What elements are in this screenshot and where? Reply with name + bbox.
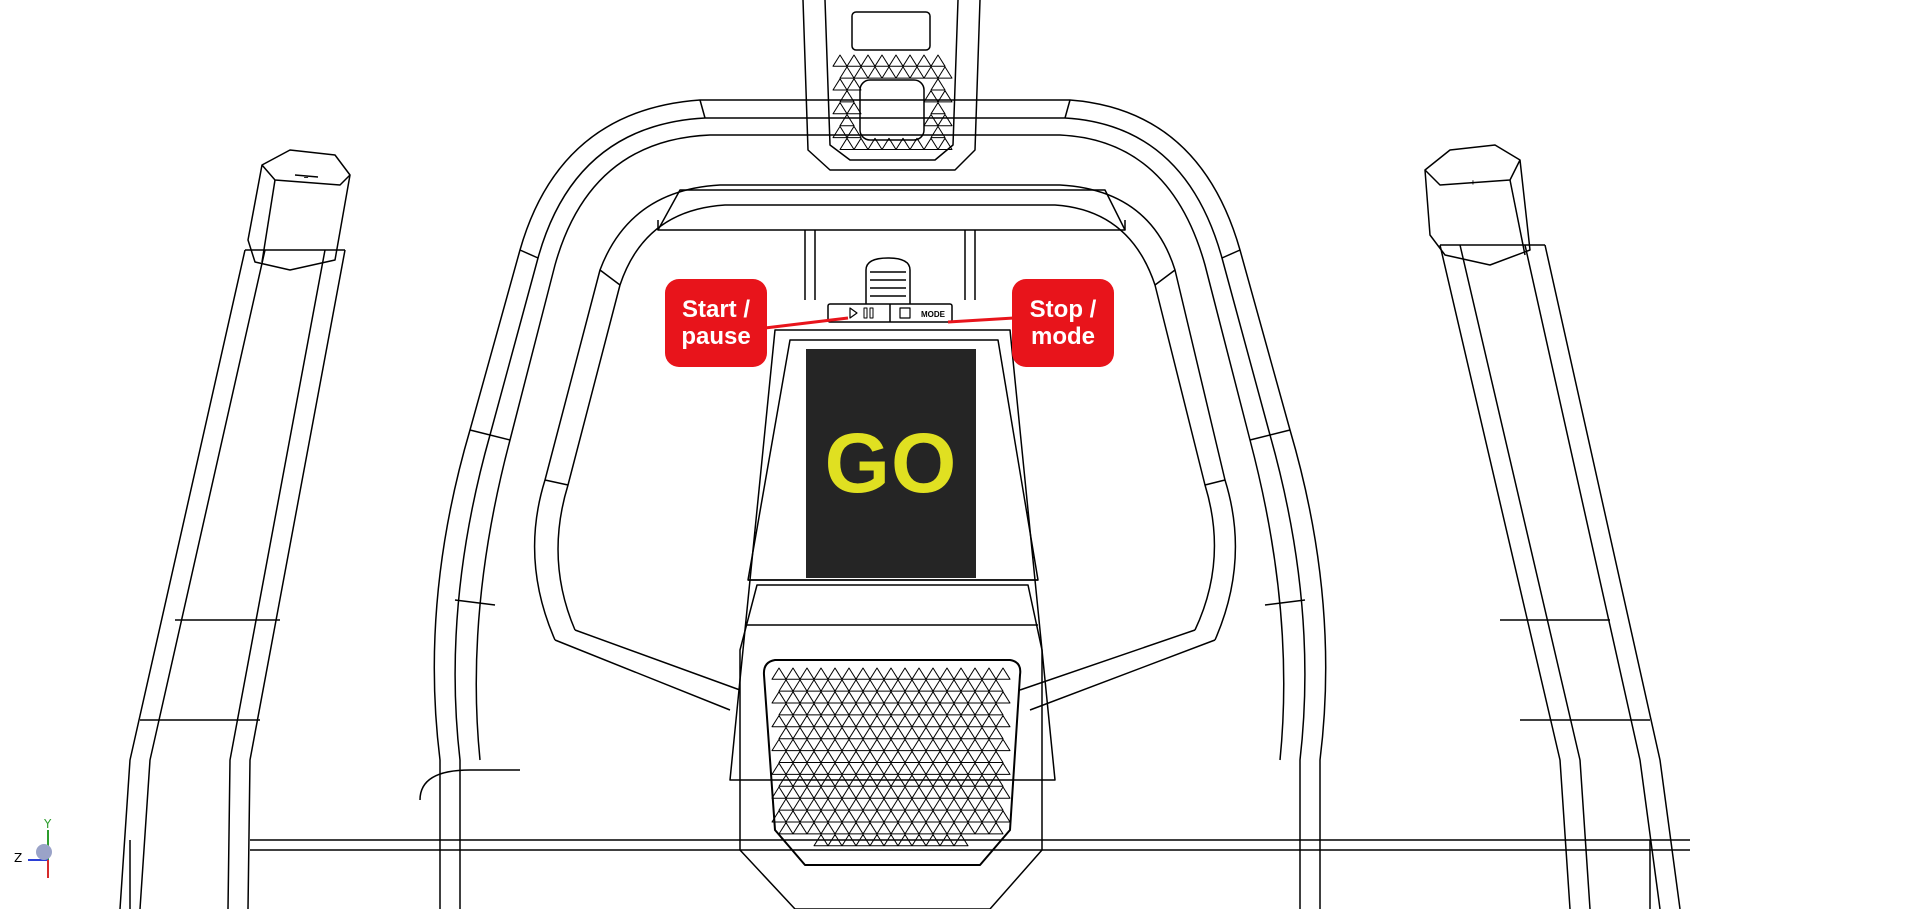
display-text: GO (824, 416, 958, 510)
callout-leaders (764, 316, 1015, 330)
stop-mode-callout: Stop / mode (1012, 279, 1114, 367)
start-pause-line1: Start / (681, 296, 750, 323)
axis-y-label: Y (43, 817, 52, 831)
tablet-holder (657, 0, 1126, 300)
start-pause-callout: Start / pause (665, 279, 767, 367)
left-grip: − (119, 149, 351, 909)
start-pause-line2: pause (681, 323, 751, 350)
right-grip: + (1424, 144, 1681, 909)
console-display: GO (806, 349, 976, 578)
speaker-grille (762, 659, 1022, 866)
inner-handlebar (533, 184, 1237, 711)
stop-mode-line1: Stop / (1029, 296, 1097, 323)
minus-symbol: − (304, 173, 309, 182)
console-housing: MODE (129, 257, 1690, 909)
stop-mode-line2: mode (1030, 323, 1095, 350)
outer-handlebar (433, 99, 1327, 909)
plus-symbol: + (1471, 178, 1476, 187)
mode-button-label: MODE (921, 310, 946, 319)
holder-texture (832, 54, 953, 150)
axis-z-label: Z (14, 851, 22, 865)
axis-triad: Y Z (14, 817, 52, 878)
